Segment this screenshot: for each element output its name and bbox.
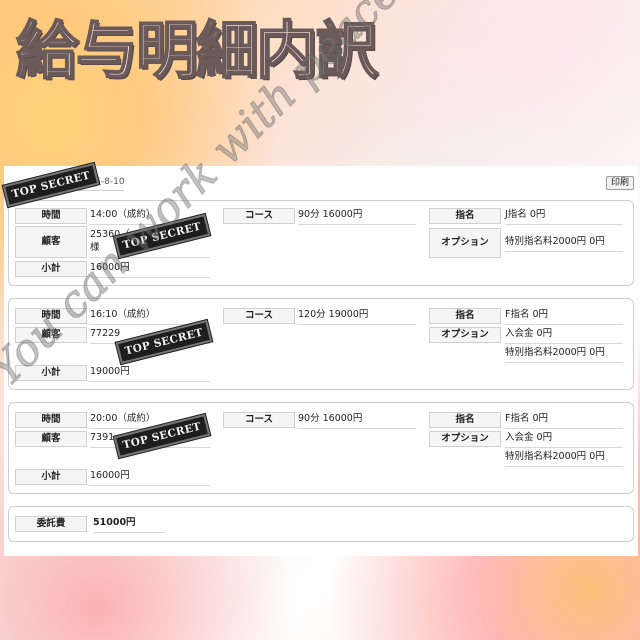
nomination-label: 指名 <box>429 412 501 428</box>
record-card-3: 時間 20:00（成約） 顧客 7391 小計 16000円 コース 90分 1… <box>8 402 634 494</box>
course-value: 90分 16000円 <box>298 412 416 429</box>
commission-total-value: 51000円 <box>93 516 165 533</box>
customer-label: 顧客 <box>15 226 87 258</box>
subtotal-label: 小計 <box>15 365 87 381</box>
option-label: オプション <box>429 431 501 447</box>
option-label: オプション <box>429 327 501 343</box>
course-value: 90分 16000円 <box>298 208 416 225</box>
customer-label: 顧客 <box>15 327 87 343</box>
customer-label: 顧客 <box>15 431 87 447</box>
option-value: 特別指名料2000円 0円 <box>505 346 623 363</box>
nomination-value: F指名 0円 <box>505 308 623 325</box>
payslip-date: 2025-8-10 <box>78 177 125 187</box>
option-value: 入会金 0円 <box>505 431 623 448</box>
record-card-2: 時間 16:10（成約） 顧客 77229 小計 19000円 コース 120分… <box>8 298 634 390</box>
course-label: コース <box>223 208 295 224</box>
nomination-value: J指名 0円 <box>505 208 623 225</box>
option-value: 特別指名料2000円 0円 <box>505 235 623 252</box>
nomination-label: 指名 <box>429 208 501 224</box>
course-value: 120分 19000円 <box>298 308 416 325</box>
time-label: 時間 <box>15 208 87 224</box>
page-title: 給与明細内訳 <box>15 14 379 87</box>
commission-label: 委託費 <box>15 516 87 532</box>
course-label: コース <box>223 308 295 324</box>
subtotal-value: 16000円 <box>90 261 210 278</box>
nomination-label: 指名 <box>429 308 501 324</box>
record-card-1: 時間 14:00（成約） 顧客 25360（ ）様 小計 16000円 コース … <box>8 200 634 286</box>
time-label: 時間 <box>15 308 87 324</box>
nomination-value: F指名 0円 <box>505 412 623 429</box>
subtotal-label: 小計 <box>15 469 87 485</box>
time-value: 14:00（成約） <box>90 208 210 225</box>
subtotal-value: 19000円 <box>90 365 210 382</box>
payslip-panel: TOP SECRET 2025-8-10 印刷 時間 14:00（成約） 顧客 … <box>1 160 638 556</box>
course-label: コース <box>223 412 295 428</box>
option-value: 入会金 0円 <box>505 327 623 344</box>
subtotal-value: 16000円 <box>90 469 210 486</box>
option-label: オプション <box>429 228 501 258</box>
commission-card: 委託費 51000円 <box>8 506 634 542</box>
date-underline <box>78 190 124 191</box>
subtotal-label: 小計 <box>15 261 87 277</box>
option-value: 特別指名料2000円 0円 <box>505 450 623 467</box>
panel-header: TOP SECRET 2025-8-10 印刷 <box>1 160 638 210</box>
print-button[interactable]: 印刷 <box>606 176 634 190</box>
time-value: 16:10（成約） <box>90 308 210 325</box>
time-label: 時間 <box>15 412 87 428</box>
